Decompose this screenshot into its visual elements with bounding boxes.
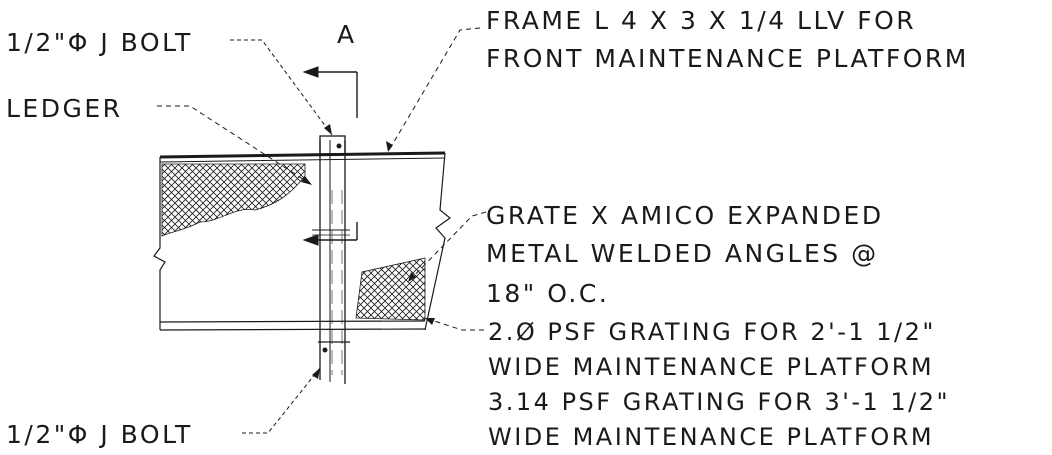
grating-label-line2: WIDE MAINTENANCE PLATFORM <box>488 353 935 381</box>
top-j-bolt <box>319 135 346 155</box>
j-bolt-bottom-label: 1/2"Φ J BOLT <box>6 420 193 449</box>
grate-label-line3: 18" O.C. <box>486 279 610 308</box>
leader-lines <box>157 27 487 434</box>
frame-label-line2: FRONT MAINTENANCE PLATFORM <box>486 44 969 73</box>
section-marker-label: A <box>337 20 357 49</box>
grating-label-line1: 2.Ø PSF GRATING FOR 2'-1 1/2" <box>488 318 936 346</box>
hatched-grating <box>161 163 426 321</box>
j-bolt-top-label: 1/2"Φ J BOLT <box>6 28 193 57</box>
bottom-j-bolt <box>318 341 350 353</box>
frame-label-line1: FRAME L 4 X 3 X 1/4 LLV FOR <box>486 6 917 35</box>
grate-label-line2: METAL WELDED ANGLES @ <box>486 239 879 268</box>
grating-label-line3: 3.14 PSF GRATING FOR 3'-1 1/2" <box>488 388 951 416</box>
ledger-label: LEDGER <box>6 94 123 123</box>
grating-label-line4: WIDE MAINTENANCE PLATFORM <box>488 423 935 451</box>
ledger-post <box>312 140 350 384</box>
section-cut-marker <box>302 66 358 246</box>
platform-section <box>153 151 451 331</box>
grate-label-line1: GRATE X AMICO EXPANDED <box>486 201 884 230</box>
